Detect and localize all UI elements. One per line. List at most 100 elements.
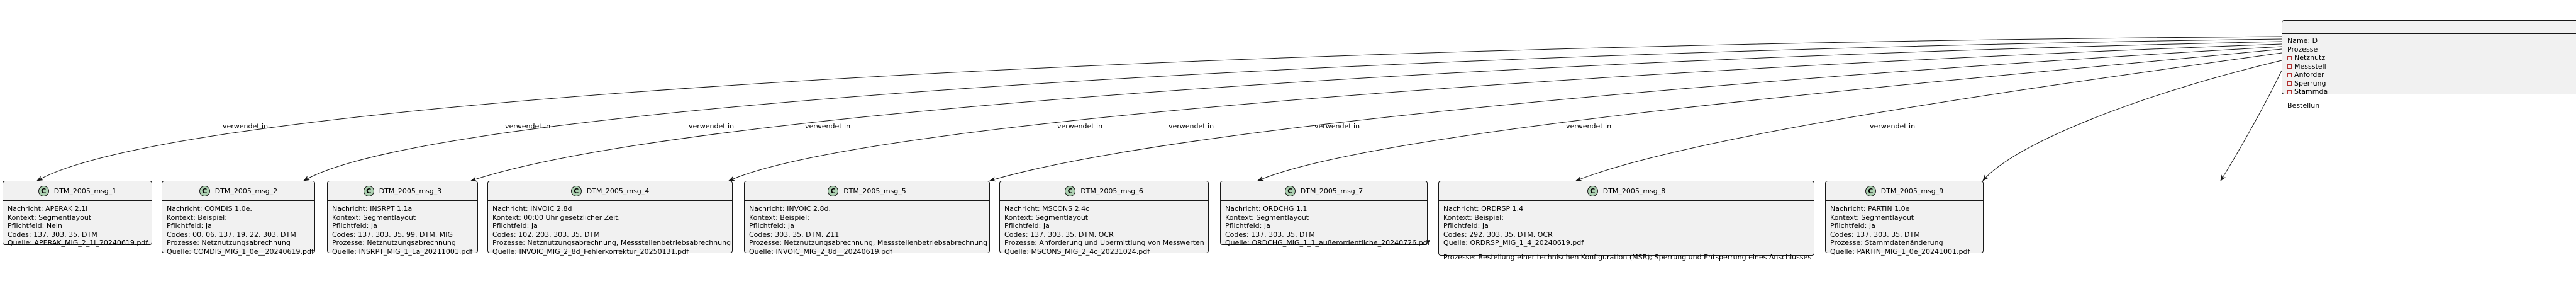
attr-line: Codes: 303, 35, DTM, Z11 [749,230,840,239]
attr-line: Kontext: Segmentlayout [1225,213,1309,222]
class-title: DTM_2005_msg_8 [1602,186,1666,195]
class-box-msg-3: C DTM_2005_msg_3 Nachricht: INSRPT 1.1a K… [327,181,478,256]
edge-label-3: verwendet in [688,122,735,130]
attr-line: Codes: 00, 06, 137, 19, 22, 303, DTM [167,230,296,239]
attr-line: Codes: 137, 303, 35, DTM [1225,230,1315,239]
attr-line: Kontext: Beispiel: [167,213,227,222]
attr-line: Quelle: COMDIS_MIG_1_0e__20240619.pdf [167,247,314,256]
class-c-icon: C [363,185,374,196]
edge-msg-9 [2220,70,2282,181]
edge-label-8: verwendet in [1565,122,1612,130]
central-attr: Name: D [2287,37,2318,45]
attr-line: Codes: 137, 303, 35, DTM [8,230,97,239]
attr-line: Pflichtfeld: Ja [167,222,212,230]
class-box-msg-6: C DTM_2005_msg_6 Nachricht: MSCONS 2.4c K… [999,181,1209,256]
class-c-icon: C [1284,185,1296,196]
central-attr: Messstell [2287,62,2576,71]
edge-label-4: verwendet in [804,122,851,130]
class-c-icon: C [828,185,839,196]
attr-line: Quelle: ORDRSP_MIG_1_4_20240619.pdf [1443,239,1584,247]
class-attributes: Nachricht: COMDIS 1.0e. Kontext: Beispie… [162,201,314,259]
edge-msg-2 [303,38,2282,181]
field-marker-icon [2287,55,2292,60]
class-attributes: Nachricht: INSRPT 1.1a Kontext: Segmentl… [328,201,477,259]
attr-line: Kontext: Beispiel: [749,213,809,222]
attr-line: Kontext: Segmentlayout [1004,213,1089,222]
attr-line: Quelle: INSRPT_MIG_1_1a_20211001.pdf [332,247,473,256]
class-title: DTM_2005_msg_1 [53,186,117,195]
edge-msg-5 [989,46,2282,182]
attr-line: Codes: 102, 203, 303, 35, DTM [492,230,600,239]
attr-line: Quelle: INVOIC_MIG_2_8d_Fehlerkorrektur_… [492,247,689,256]
field-marker-icon [2287,64,2292,69]
class-header: C DTM_2005_msg_5 [745,181,989,201]
edge-msg-7 [1575,52,2282,181]
attr-line: Pflichtfeld: Ja [749,222,794,230]
central-class-attributes: Name: D Prozesse Netznutz Messstell Anfo… [2282,34,2576,99]
class-title: DTM_2005_msg_3 [379,186,442,195]
attr-line: Kontext: Segmentlayout [8,213,92,222]
attr-line: Codes: 292, 303, 35, DTM, OCR [1443,230,1553,239]
attr-line: Pflichtfeld: Ja [1004,222,1050,230]
attr-line: Prozesse: Stammdatenänderung [1830,239,1943,247]
central-attr: Stammda [2287,88,2576,96]
attr-line: Kontext: Beispiel: [1443,213,1504,222]
attr-line: Pflichtfeld: Ja [1225,222,1270,230]
edge-msg-8 [1982,60,2282,181]
field-marker-icon [2287,81,2292,86]
class-attributes: Nachricht: MSCONS 2.4c Kontext: Segmentl… [1000,201,1208,259]
attr-line: Pflichtfeld: Ja [332,222,377,230]
central-class-box: Name: D Prozesse Netznutz Messstell Anfo… [2282,20,2576,110]
attr-line: Kontext: Segmentlayout [1830,213,1914,222]
attr-line: Pflichtfeld: Ja [1830,222,1875,230]
attr-line: Quelle: ORDCHG_MIG_1_1_außerordentliche_… [1225,239,1430,247]
attr-line: Nachricht: COMDIS 1.0e. [167,205,252,213]
attr-line: Pflichtfeld: Ja [1443,222,1489,230]
attr-line: Nachricht: INVOIC 2.8d. [749,205,831,213]
attr-line: Quelle: INVOIC_MIG_2_8d__20240619.pdf [749,247,892,256]
attr-line: Nachricht: ORDRSP 1.4 [1443,205,1524,213]
attr-line: Codes: 137, 303, 35, DTM, OCR [1004,230,1114,239]
field-marker-icon [2287,72,2292,77]
central-class-header [2282,21,2576,34]
class-title: DTM_2005_msg_6 [1080,186,1143,195]
class-attributes: Nachricht: ORDRSP 1.4 Kontext: Beispiel:… [1439,201,1814,251]
class-title: DTM_2005_msg_5 [843,186,906,195]
edge-label-2: verwendet in [504,122,551,130]
attr-line: Pflichtfeld: Nein [8,222,62,230]
class-title: DTM_2005_msg_9 [1880,186,1944,195]
edge-msg-1 [36,36,2282,181]
class-header: C DTM_2005_msg_9 [1826,181,1983,201]
attr-line: Prozesse: Netznutzungsabrechnung [167,239,291,247]
class-title: DTM_2005_msg_4 [586,186,650,195]
attr-line: Prozesse: Anforderung und Übermittlung v… [1004,239,1204,247]
edge-label-1: verwendet in [222,122,269,130]
class-header: C DTM_2005_msg_6 [1000,181,1208,201]
class-attributes: Nachricht: INVOIC 2.8d Kontext: 00:00 Uh… [488,201,732,259]
central-attr: Sperrung [2287,79,2576,88]
class-header: C DTM_2005_msg_3 [328,181,477,201]
class-footer: Prozesse: Bestellung einer technischen K… [1439,250,1814,264]
class-c-icon: C [38,185,49,196]
central-attr: Prozesse [2287,45,2318,54]
attr-line: Quelle: MSCONS_MIG_2_4c_20231024.pdf [1004,247,1150,256]
attr-line: Nachricht: ORDCHG 1.1 [1225,205,1307,213]
edge-msg-6 [1257,48,2282,181]
central-attr: Netznutz [2287,54,2576,62]
class-header: C DTM_2005_msg_1 [3,181,152,201]
class-c-icon: C [1065,185,1076,196]
class-c-icon: C [1865,185,1876,196]
attr-line: Quelle: APERAK_MIG_2_1i_20240619.pdf [8,239,148,247]
attr-line: Nachricht: INVOIC 2.8d [492,205,572,213]
attr-line: Nachricht: APERAK 2.1i [8,205,88,213]
attr-line: Codes: 137, 303, 35, 99, DTM, MIG [332,230,453,239]
